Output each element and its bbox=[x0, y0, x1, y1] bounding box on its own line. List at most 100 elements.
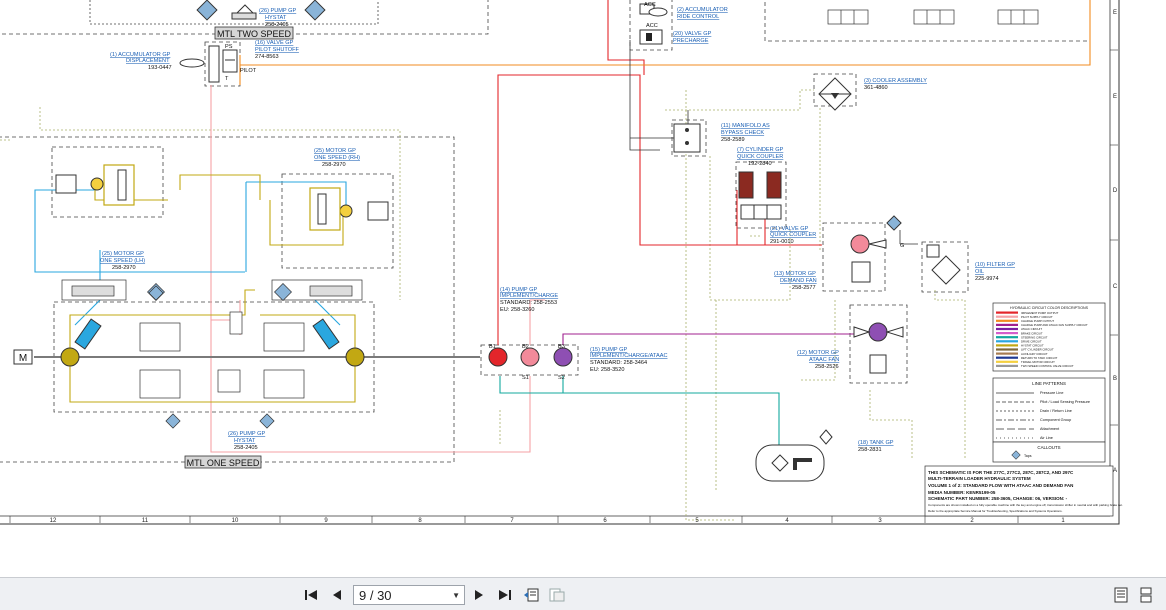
grid-col-1: 1 bbox=[1061, 518, 1065, 524]
grid-col-9: 9 bbox=[324, 518, 328, 524]
accumulator-ride-label: (2) ACCUMULATOR bbox=[677, 7, 728, 13]
drain-lines bbox=[0, 89, 966, 521]
valve-precharge-label: (20) VALVE GP bbox=[673, 31, 712, 37]
manifold-part: 258-2589 bbox=[721, 137, 745, 143]
manifold-bypass bbox=[673, 123, 701, 153]
forward-view-icon bbox=[549, 588, 565, 602]
grid-col-12: 12 bbox=[50, 518, 57, 524]
title-line-2: MULTI-TERRAIN LOADER HYDRAULIC SYSTEM bbox=[928, 476, 1031, 481]
title-line-7: Refer to the appropriate Service Manual … bbox=[928, 509, 1063, 513]
acc-port-1: ACC bbox=[644, 2, 656, 8]
title-line-3: VOLUME 1 of 2: STANDARD FLOW WITH ATAAC … bbox=[928, 483, 1073, 488]
hystat-control-valves bbox=[139, 311, 305, 399]
accumulator-disp-label: (1) ACCUMULATOR GP bbox=[110, 52, 171, 58]
pump-hystat-bottom-label: (26) PUMP GP bbox=[228, 431, 265, 437]
go-back-view-button[interactable] bbox=[522, 586, 540, 604]
grid-col-2: 2 bbox=[970, 518, 974, 524]
b1-port-label: B1 bbox=[489, 344, 496, 350]
pump-implement-eu: EU: 258-3260 bbox=[500, 307, 535, 313]
legend-swatch bbox=[996, 348, 1018, 351]
filter-oil-label: (10) FILTER GP bbox=[975, 262, 1015, 268]
callout-labels: (26) PUMP GP HYSTAT 258-2405 (1) ACCUMUL… bbox=[100, 2, 1015, 453]
valve-pilot-part: 274-8563 bbox=[255, 54, 279, 60]
mtl-two-speed-banner: MTL TWO SPEED bbox=[214, 26, 294, 40]
svg-text:MTL TWO SPEED: MTL TWO SPEED bbox=[217, 29, 292, 39]
legend-label: TWO SPEED CONTROL VALVE CIRCUIT bbox=[1021, 364, 1074, 368]
grid-row-b: B bbox=[1113, 376, 1117, 382]
valve-pilot-sub: PILOT SHUTOFF bbox=[255, 47, 300, 53]
grid-col-7: 7 bbox=[510, 518, 514, 524]
legend-label: HYSTAT CIRCUIT bbox=[1021, 344, 1044, 348]
mtl-one-speed-banner: MTL ONE SPEED bbox=[184, 455, 262, 469]
valve-coupler-part: 291-0010 bbox=[770, 239, 794, 245]
page-number-value: 9 / 30 bbox=[359, 587, 392, 603]
return-lines bbox=[499, 376, 780, 450]
legend-swatch bbox=[996, 323, 1018, 326]
valve-coupler-label: (21) VALVE GP bbox=[770, 226, 809, 232]
pattern-air: Air Line bbox=[1040, 436, 1053, 440]
valve-pilot-label: (16) VALVE GP bbox=[255, 40, 294, 46]
accumulator-ride-sub: RIDE CONTROL bbox=[677, 14, 719, 20]
continuous-view-button[interactable] bbox=[1137, 586, 1155, 604]
first-page-button[interactable] bbox=[302, 586, 320, 604]
previous-page-button[interactable] bbox=[328, 586, 346, 604]
callouts-legend: CALLOUTS Taps bbox=[992, 441, 1106, 463]
callouts-legend-title: CALLOUTS bbox=[1037, 445, 1060, 450]
legend-swatch bbox=[996, 311, 1018, 314]
t-port-label: T bbox=[225, 76, 229, 82]
legend-swatch bbox=[996, 336, 1018, 339]
grid-col-6: 6 bbox=[603, 518, 607, 524]
legend-label: DRIVE CIRCUIT bbox=[1021, 340, 1042, 344]
grid-row-e2: E bbox=[1113, 94, 1117, 100]
motor-rh-sub: ONE SPEED (RH) bbox=[314, 155, 360, 161]
title-line-1: THIS SCHEMATIC IS FOR THE 277C, 277C2, 2… bbox=[928, 470, 1074, 475]
callouts-legend-item: Taps bbox=[1024, 454, 1032, 458]
legend-label: IMPLEMENT PUMP OUTPUT bbox=[1021, 311, 1059, 315]
grid-col-4: 4 bbox=[785, 518, 789, 524]
page-selector[interactable]: 9 / 30 ▼ bbox=[353, 585, 465, 605]
manifold-sub: BYPASS CHECK bbox=[721, 130, 764, 136]
color-legend: HYDRAULIC CIRCUIT COLOR DESCRIPTIONS IMP… bbox=[992, 302, 1106, 372]
b2-port-label: B2 bbox=[522, 344, 529, 350]
hydraulic-schematic: 12 11 10 9 8 7 6 5 4 3 2 1 E E D C B A bbox=[0, 0, 1123, 525]
legend-swatch bbox=[996, 340, 1018, 343]
filter-oil-part: 225-9974 bbox=[975, 276, 999, 282]
motor-ataac-part: 258-2526 bbox=[815, 364, 839, 370]
cylinder-coupler-sub: QUICK COUPLER bbox=[737, 154, 783, 160]
quick-coupler-cylinders bbox=[738, 171, 782, 220]
go-forward-view-button[interactable] bbox=[548, 586, 566, 604]
title-line-4: MEDIA NUMBER: KENR5199-05 bbox=[928, 490, 996, 495]
last-page-button[interactable] bbox=[496, 586, 514, 604]
single-page-view-button[interactable] bbox=[1112, 586, 1130, 604]
grid-row-d: D bbox=[1113, 188, 1118, 194]
pump-hystat-bottom-part: 258-2405 bbox=[234, 445, 258, 451]
grid-row-e1: E bbox=[1113, 10, 1117, 16]
tap-callouts bbox=[148, 285, 275, 429]
pattern-pressure: Pressure Line bbox=[1040, 391, 1063, 395]
grid-col-10: 10 bbox=[232, 518, 239, 524]
continuous-pages-icon bbox=[1140, 587, 1152, 603]
next-page-button[interactable] bbox=[470, 586, 488, 604]
ps-port-label: PS bbox=[225, 44, 233, 50]
legend-swatch bbox=[996, 332, 1018, 335]
pilot-port-label: PILOT bbox=[240, 68, 257, 74]
grid-columns: 12 11 10 9 8 7 6 5 4 3 2 1 bbox=[9, 516, 1065, 524]
s2-port-label: S2 bbox=[558, 375, 565, 381]
manifold-label: (11) MANIFOLD AS bbox=[721, 123, 770, 129]
cylinder-coupler-part: 192-2840 bbox=[748, 161, 772, 167]
accumulator-ride bbox=[639, 3, 668, 45]
tank-label: (18) TANK GP bbox=[858, 440, 894, 446]
legend-label: PILOT SUPPLY CIRCUIT bbox=[1021, 315, 1053, 319]
valve-coupler-sub: QUICK COUPLER bbox=[770, 232, 816, 238]
back-view-icon bbox=[524, 588, 539, 602]
legend-label: RETURN TO TANK CIRCUIT bbox=[1021, 356, 1058, 360]
pattern-attachment: Attachment bbox=[1040, 427, 1060, 431]
document-viewport[interactable]: 12 11 10 9 8 7 6 5 4 3 2 1 E E D C B A bbox=[0, 0, 1166, 577]
motor-demand-fan-sub: DEMAND FAN bbox=[780, 278, 817, 284]
legend-label: BRAKE CIRCUIT bbox=[1021, 331, 1043, 335]
title-line-6: Components are shown installed on a full… bbox=[928, 503, 1123, 507]
legend-swatch bbox=[996, 364, 1018, 367]
legend-swatch bbox=[996, 327, 1018, 331]
s1-port-label: S1 bbox=[522, 375, 529, 381]
legend-swatch bbox=[996, 352, 1018, 355]
